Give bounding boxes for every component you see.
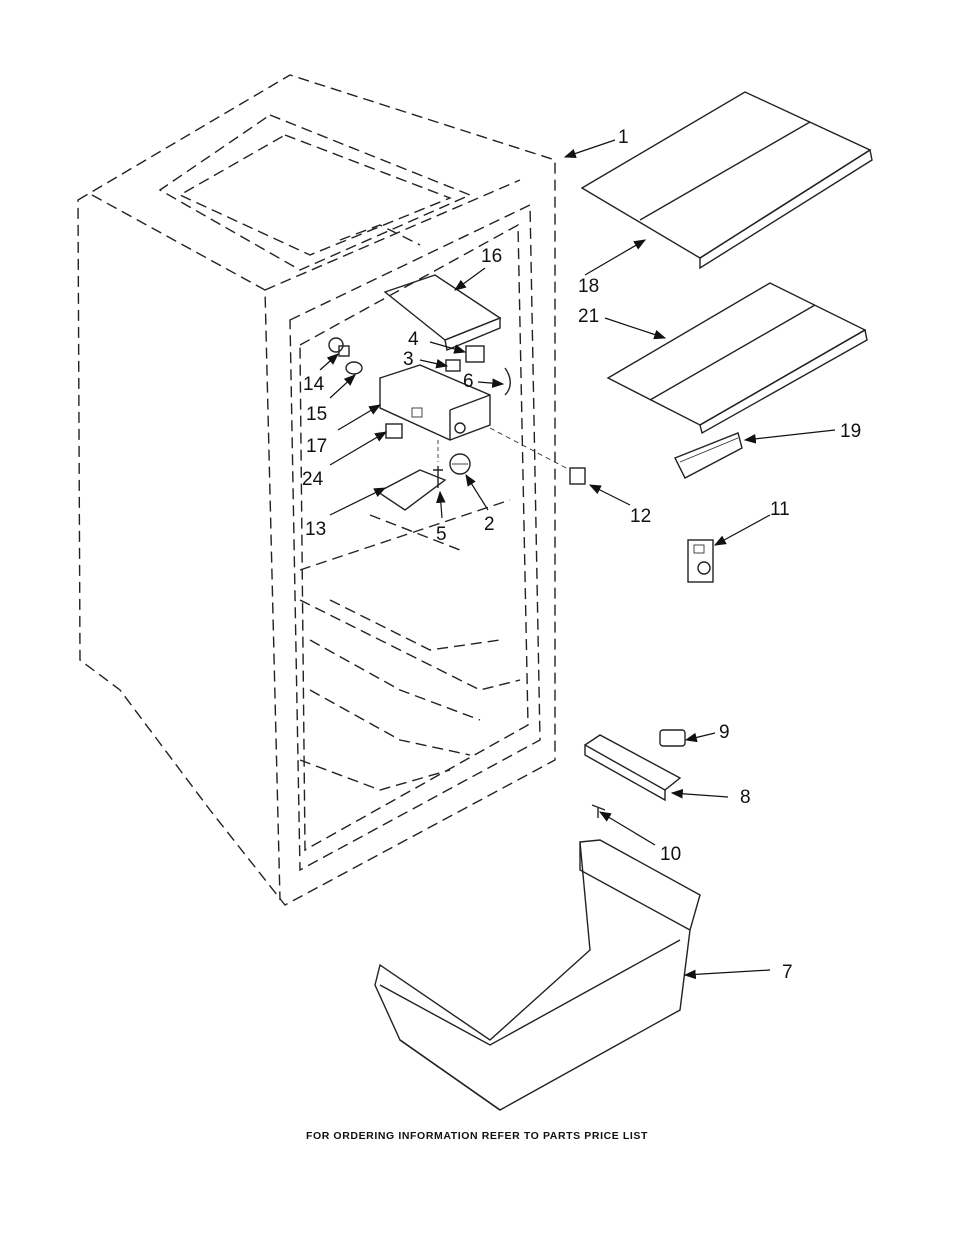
callout-8: 8: [740, 787, 751, 808]
callout-15: 15: [306, 404, 327, 425]
callout-1: 1: [618, 127, 629, 148]
callout-13: 13: [305, 519, 326, 540]
cabinet-outline: [77, 74, 556, 906]
callout-12: 12: [630, 506, 651, 527]
callout-4: 4: [408, 329, 419, 350]
callout-2: 2: [484, 514, 495, 535]
ordering-info-footer: FOR ORDERING INFORMATION REFER TO PARTS …: [305, 1130, 649, 1142]
callout-11: 11: [770, 499, 790, 520]
callout-18: 18: [578, 276, 599, 297]
callout-10: 10: [660, 844, 681, 865]
shelf-trim-19: [674, 432, 743, 479]
rail-parts: [583, 729, 686, 818]
leader-lines: [319, 139, 836, 980]
callout-17: 17: [306, 436, 327, 457]
callout-7: 7: [782, 962, 793, 983]
callout-19: 19: [840, 421, 861, 442]
callout-9: 9: [719, 722, 730, 743]
callout-6: 6: [463, 371, 474, 392]
callout-3: 3: [403, 349, 414, 370]
callout-24: 24: [302, 469, 324, 490]
light-housing-assembly: [328, 274, 586, 511]
callout-labels: 1 2 3 4 5 6 7 8 9 10 11 12 13 14 15 16 1…: [302, 127, 861, 983]
thermostat-11: [687, 539, 714, 583]
callout-14: 14: [303, 374, 325, 395]
callout-21: 21: [578, 306, 599, 327]
wire-basket: [374, 839, 701, 1111]
wire-shelf-lower: [606, 282, 868, 435]
callout-5: 5: [436, 524, 447, 545]
wire-shelf-upper: [580, 91, 873, 270]
callout-16: 16: [481, 246, 502, 267]
